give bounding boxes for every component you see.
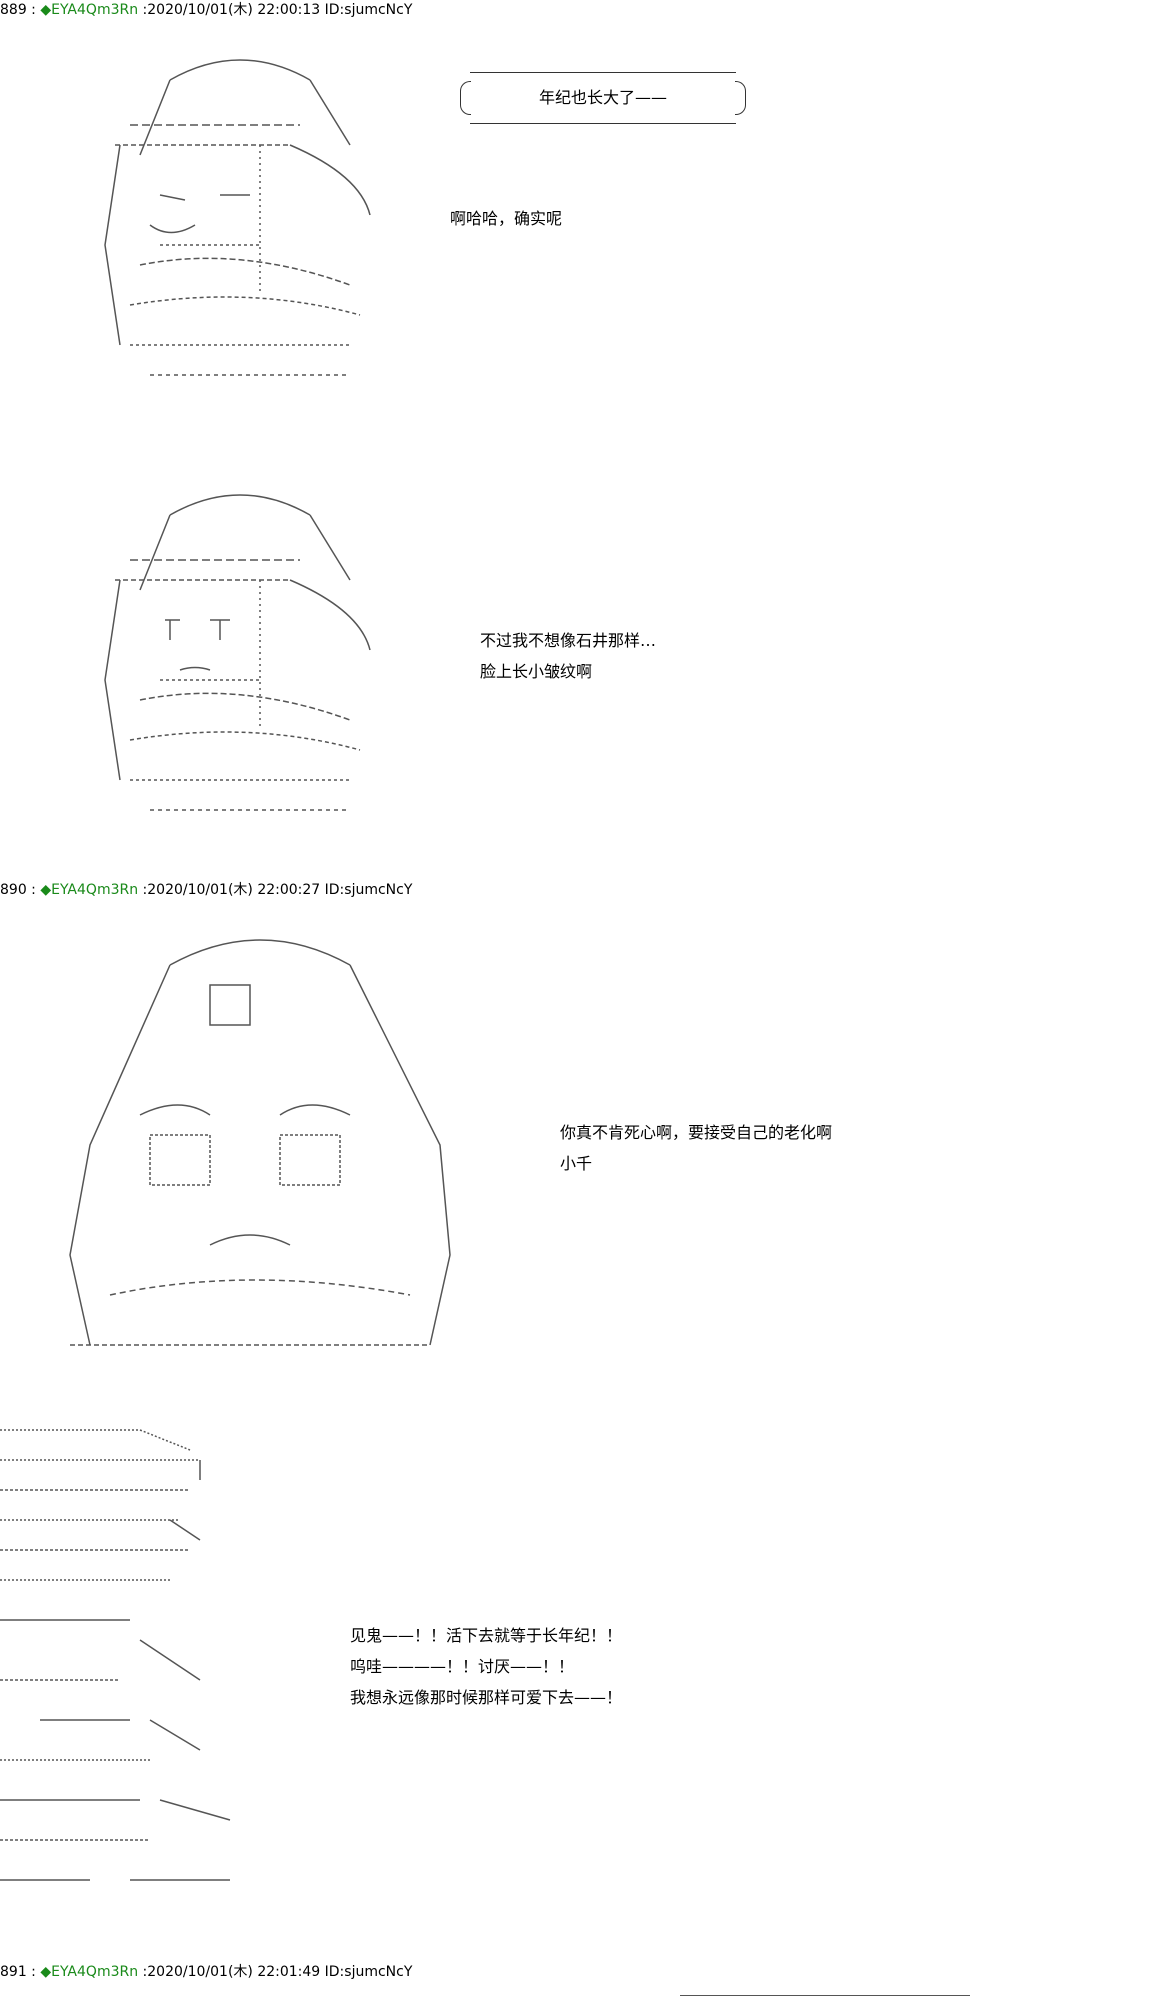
post-number[interactable]: 891 xyxy=(0,1964,27,1980)
speech-bubble: 年纪也长大了—— xyxy=(460,72,746,124)
dialog-line: 见鬼——！！活下去就等于长年纪！！ xyxy=(350,1626,623,1645)
character-art-icon xyxy=(0,1420,250,1910)
post-sep: : xyxy=(26,882,41,898)
dialog-line: 脸上长小皱纹啊 xyxy=(480,662,593,681)
poster-name[interactable]: ◆EYA4Qm3Rn xyxy=(40,882,139,898)
character-art-icon xyxy=(50,925,470,1355)
post-header-890: 890 : ◆EYA4Qm3Rn :2020/10/01(木) 22:00:27… xyxy=(0,880,412,900)
post-sep: : xyxy=(26,2,41,18)
poster-name[interactable]: ◆EYA4Qm3Rn xyxy=(40,2,139,18)
dialog-line: 我想永远像那时候那样可爱下去——！ xyxy=(350,1688,623,1707)
post-meta: :2020/10/01(木) 22:01:49 ID:sjumcNcY xyxy=(138,1964,413,1980)
dialog-line: 啊哈哈，确实呢 xyxy=(450,209,563,228)
post-meta: :2020/10/01(木) 22:00:27 ID:sjumcNcY xyxy=(138,882,413,898)
character-art-icon xyxy=(100,45,380,380)
divider xyxy=(680,1995,970,1996)
bubble-text: 年纪也长大了—— xyxy=(538,88,667,107)
dialog-line: 不过我不想像石井那样… xyxy=(480,631,657,650)
post-number[interactable]: 889 xyxy=(0,2,27,18)
dialog-line: 呜哇————！！讨厌——！！ xyxy=(350,1657,575,1676)
dialog-block-4: 见鬼——！！活下去就等于长年纪！！ 呜哇————！！讨厌——！！ 我想永远像那时… xyxy=(350,1620,622,1713)
post-number[interactable]: 890 xyxy=(0,882,27,898)
dialog-block-1: 啊哈哈，确实呢 xyxy=(450,203,562,234)
post-sep: : xyxy=(26,1964,41,1980)
dialog-line: 小千 xyxy=(560,1154,593,1173)
post-header-891: 891 : ◆EYA4Qm3Rn :2020/10/01(木) 22:01:49… xyxy=(0,1962,412,1982)
dialog-block-2: 不过我不想像石井那样… 脸上长小皱纹啊 xyxy=(480,625,656,687)
poster-name[interactable]: ◆EYA4Qm3Rn xyxy=(40,1964,139,1980)
dialog-line: 你真不肯死心啊，要接受自己的老化啊 xyxy=(560,1123,833,1142)
post-header-889: 889 : ◆EYA4Qm3Rn :2020/10/01(木) 22:00:13… xyxy=(0,0,412,20)
post-meta: :2020/10/01(木) 22:00:13 ID:sjumcNcY xyxy=(138,2,413,18)
dialog-block-3: 你真不肯死心啊，要接受自己的老化啊 小千 xyxy=(560,1117,832,1179)
character-art-icon xyxy=(100,480,380,815)
